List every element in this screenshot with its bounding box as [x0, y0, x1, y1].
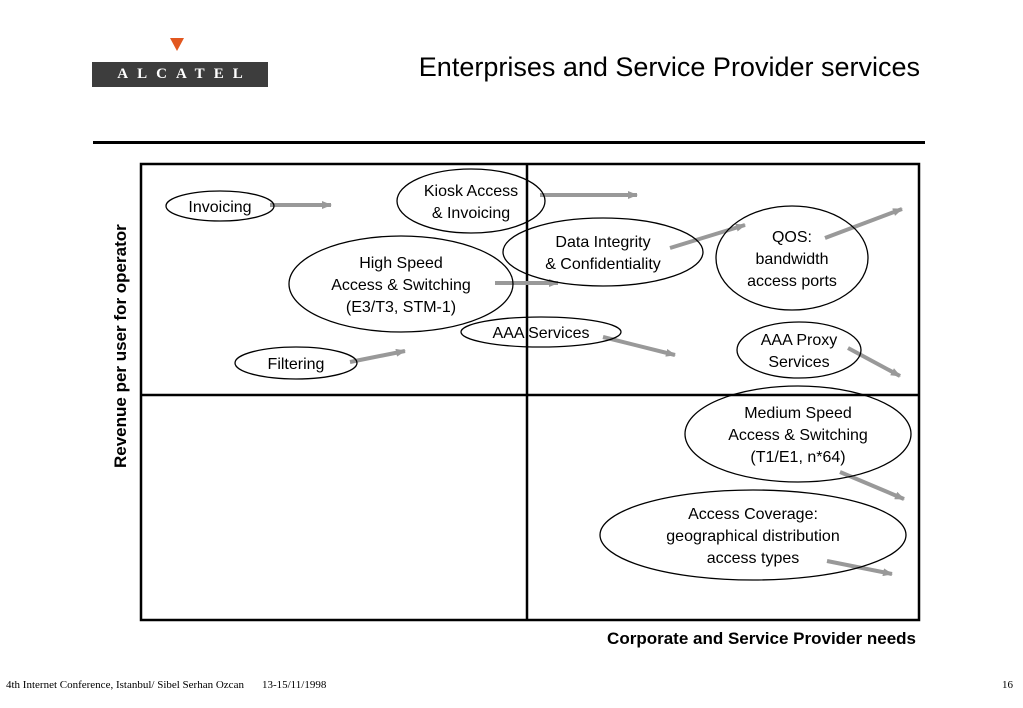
- data-integrity-arrow: [669, 223, 746, 250]
- high-speed-label-line: (E3/T3, STM-1): [346, 299, 456, 316]
- qos-label-line: access ports: [747, 273, 837, 290]
- slide-title: Enterprises and Service Provider service…: [418, 52, 920, 82]
- high-speed-ellipse: [288, 235, 514, 333]
- invoicing-ellipse: [165, 190, 275, 222]
- footer-text: 4th Internet Conference, Istanbul/ Sibel…: [6, 679, 244, 691]
- access-coverage-ellipse: [599, 489, 907, 581]
- kiosk-access-ellipse: [396, 168, 546, 234]
- data-integrity-label-line: Data Integrity: [555, 234, 650, 251]
- kiosk-access-label-line: Kiosk Access: [424, 183, 518, 200]
- access-coverage-label-line: geographical distribution: [666, 528, 839, 545]
- medium-speed-label-line: (T1/E1, n*64): [750, 449, 845, 466]
- filtering-ellipse: [234, 346, 358, 380]
- access-coverage-label-line: Access Coverage:: [688, 506, 818, 523]
- qos-arrow: [824, 207, 903, 240]
- medium-speed-ellipse: [684, 385, 912, 483]
- qos-label-line: bandwidth: [756, 251, 829, 268]
- data-integrity-label-line: & Confidentiality: [545, 256, 661, 273]
- filtering-node: Filtering: [234, 346, 358, 380]
- medium-speed-label-line: Medium Speed: [744, 405, 852, 422]
- invoicing-node: Invoicing: [165, 190, 275, 222]
- kiosk-access-label-line: & Invoicing: [432, 205, 510, 222]
- aaa-services-arrow: [602, 335, 676, 357]
- qos-node: QOS: bandwidth access ports: [715, 205, 869, 311]
- y-axis-label: Revenue per user for operator: [111, 224, 130, 468]
- qos-label-line: QOS:: [772, 229, 812, 246]
- access-coverage-label-line: access types: [707, 550, 799, 567]
- access-coverage-node: Access Coverage: geographical distributio…: [599, 489, 907, 581]
- aaa-proxy-label-line: Services: [768, 354, 829, 371]
- high-speed-label-line: High Speed: [359, 255, 443, 272]
- logo-wordmark: ALCATEL: [92, 62, 268, 87]
- aaa-proxy-label-line: AAA Proxy: [761, 332, 837, 349]
- aaa-proxy-ellipse: [736, 321, 862, 379]
- footer: 4th Internet Conference, Istanbul/ Sibel…: [6, 679, 326, 691]
- medium-speed-label-line: Access & Switching: [728, 427, 868, 444]
- aaa-services-ellipse: [460, 316, 622, 348]
- qos-ellipse: [715, 205, 869, 311]
- kiosk-access-node: Kiosk Access & Invoicing: [396, 168, 546, 234]
- filtering-label-line: Filtering: [268, 356, 325, 373]
- alcatel-logo: ALCATEL: [92, 38, 268, 90]
- medium-speed-arrow: [839, 470, 905, 501]
- data-integrity-node: Data Integrity & Confidentiality: [502, 217, 704, 287]
- x-axis-label: Corporate and Service Provider needs: [607, 629, 916, 648]
- filtering-arrow: [349, 348, 406, 364]
- invoicing-label-line: Invoicing: [188, 199, 251, 216]
- title-divider: [93, 141, 925, 144]
- aaa-proxy-arrow: [847, 346, 901, 378]
- high-speed-label-line: Access & Switching: [331, 277, 471, 294]
- data-integrity-ellipse: [502, 217, 704, 287]
- page-number: 16: [1002, 679, 1013, 691]
- logo-triangle-icon: [170, 38, 184, 51]
- aaa-services-label-line: AAA Services: [493, 325, 590, 342]
- quadrant-frame: [139, 162, 921, 622]
- aaa-services-node: AAA Services: [460, 316, 622, 348]
- footer-date: 13-15/11/1998: [261, 679, 327, 691]
